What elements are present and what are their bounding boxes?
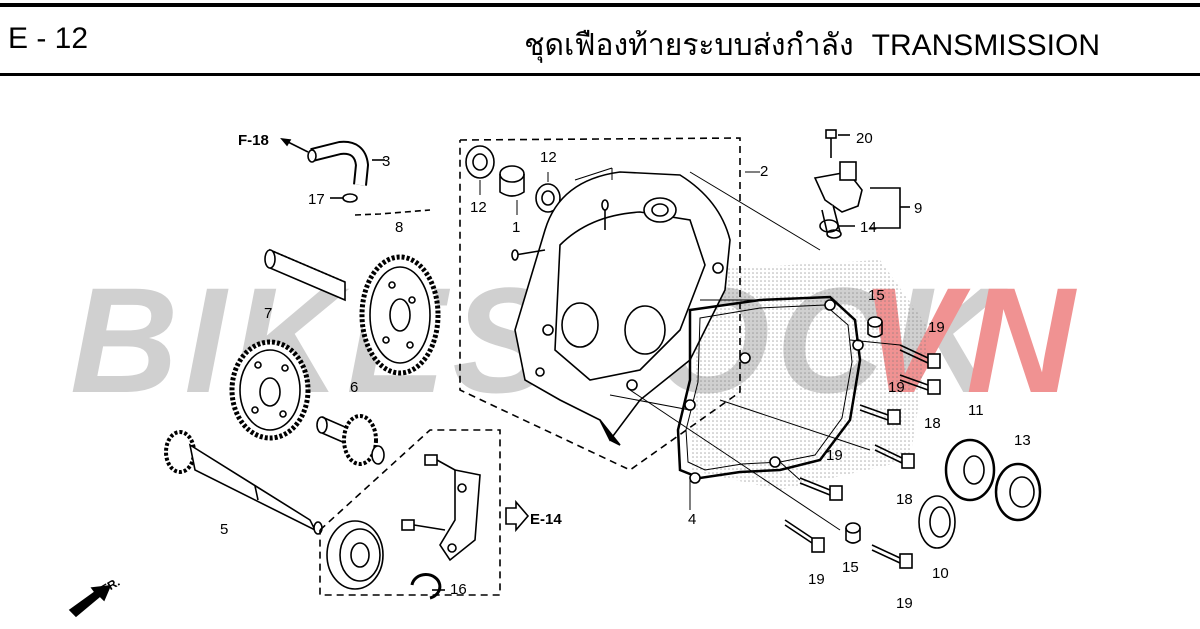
hose-part-3	[307, 140, 370, 186]
bracket-assembly-box	[319, 429, 501, 596]
gasket-part-4	[676, 295, 864, 484]
bearing-12-right	[535, 183, 561, 213]
pinion-part-6	[316, 414, 385, 466]
bearing-part-10	[918, 495, 956, 549]
ref-f18[interactable]: F-18	[238, 132, 269, 149]
transmission-case-part-2	[511, 171, 731, 446]
callout-19-b: 19	[888, 379, 905, 396]
callout-9: 9	[914, 200, 922, 217]
callout-6: 6	[350, 379, 358, 396]
collar-part-1	[499, 165, 525, 197]
alignment-lines	[479, 167, 901, 531]
exploded-parts-diagram: BIKESTOCK VN	[0, 78, 1200, 624]
oil-seal-part-11	[944, 438, 996, 502]
bolt-18-a	[899, 374, 941, 395]
callout-12-right: 12	[540, 149, 557, 166]
leader-dashed-17	[354, 209, 431, 216]
bolt-19-d	[784, 519, 825, 553]
bearing-part-13	[994, 462, 1042, 522]
circlip-part-16	[410, 573, 442, 600]
callout-2: 2	[760, 163, 768, 180]
case-assembly-box	[459, 137, 741, 471]
callout-8: 8	[395, 219, 403, 236]
page-header: E - 12 ชุดเฟืองท้ายระบบส่งกำลัง TRANSMISS…	[0, 0, 1200, 78]
dowel-part-15-lower	[845, 522, 861, 544]
title-english: TRANSMISSION	[871, 29, 1100, 62]
bearing-lower	[326, 520, 384, 590]
callout-15-upper: 15	[868, 287, 885, 304]
bolt-19-b	[859, 404, 901, 425]
callout-19-e: 19	[896, 595, 913, 612]
clip-part-17	[330, 193, 358, 203]
front-direction-arrow	[68, 585, 112, 618]
bolt-part-20	[825, 129, 850, 158]
shading-area	[690, 260, 930, 490]
page-number: E - 12	[8, 22, 89, 55]
final-shaft-part-5	[164, 430, 323, 535]
bottom-rule	[0, 73, 1200, 76]
callout-12-left: 12	[470, 199, 487, 216]
callout-19-a: 19	[928, 319, 945, 336]
callout-18-lower: 18	[896, 491, 913, 508]
bolt-19-a	[899, 344, 941, 369]
dowel-part-15-upper	[867, 316, 883, 338]
speed-sensor-part-9	[813, 161, 863, 239]
callout-17: 17	[308, 191, 325, 208]
callout-19-c: 19	[826, 447, 843, 464]
bolt-19-c	[799, 477, 843, 501]
callout-18-upper: 18	[924, 415, 941, 432]
bolt-19-e	[871, 544, 913, 569]
callout-4: 4	[688, 511, 696, 528]
bracket	[401, 454, 481, 562]
bearing-12-left	[465, 145, 495, 179]
callout-16: 16	[450, 581, 467, 598]
callout-11: 11	[968, 402, 984, 419]
e14-reference-arrow	[505, 499, 530, 533]
callout-20: 20	[856, 130, 873, 147]
callout-14: 14	[860, 219, 877, 236]
bolt-18-b	[874, 444, 915, 469]
callout-3: 3	[382, 153, 390, 170]
top-rule	[0, 3, 1200, 7]
gear-part-7	[229, 339, 311, 441]
callout-13: 13	[1014, 432, 1031, 449]
callout-15-lower: 15	[842, 559, 859, 576]
ref-e14[interactable]: E-14	[530, 511, 562, 528]
callout-5: 5	[220, 521, 228, 538]
callout-7: 7	[264, 305, 272, 322]
bracket-9	[870, 187, 901, 229]
callout-10: 10	[932, 565, 949, 582]
callout-1: 1	[512, 219, 520, 236]
page-title: ชุดเฟืองท้ายระบบส่งกำลัง TRANSMISSION	[524, 22, 1100, 69]
countershaft-gear-part-8	[264, 248, 441, 376]
callout-19-d: 19	[808, 571, 825, 588]
title-thai: ชุดเฟืองท้ายระบบส่งกำลัง	[524, 28, 854, 63]
